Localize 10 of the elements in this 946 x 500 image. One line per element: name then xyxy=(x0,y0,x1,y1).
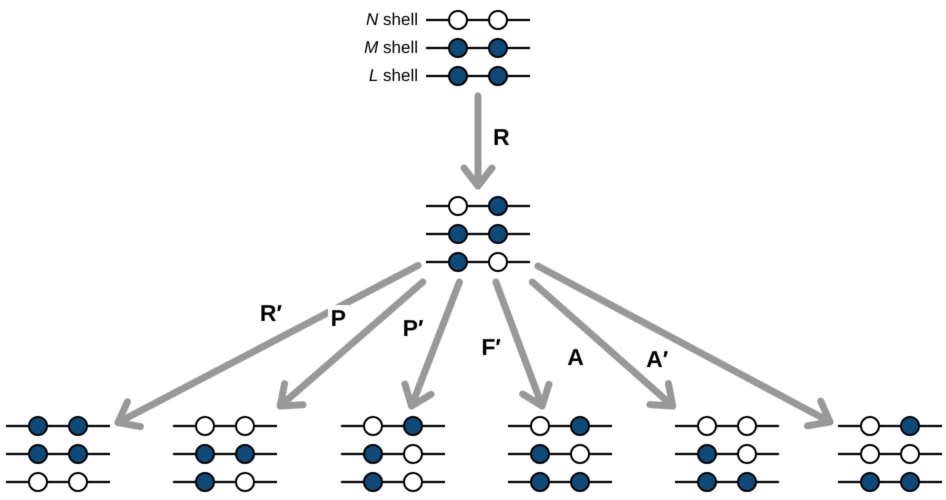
shell-label: L shell xyxy=(368,66,418,86)
arrow xyxy=(492,278,552,410)
arrow xyxy=(460,92,496,190)
arrow xyxy=(276,278,426,410)
shell-label: N shell xyxy=(366,10,418,30)
arrow xyxy=(401,278,463,410)
arrow xyxy=(534,262,834,430)
arrow xyxy=(114,262,422,430)
shell-label: M shell xyxy=(364,38,418,58)
arrow xyxy=(528,278,676,410)
